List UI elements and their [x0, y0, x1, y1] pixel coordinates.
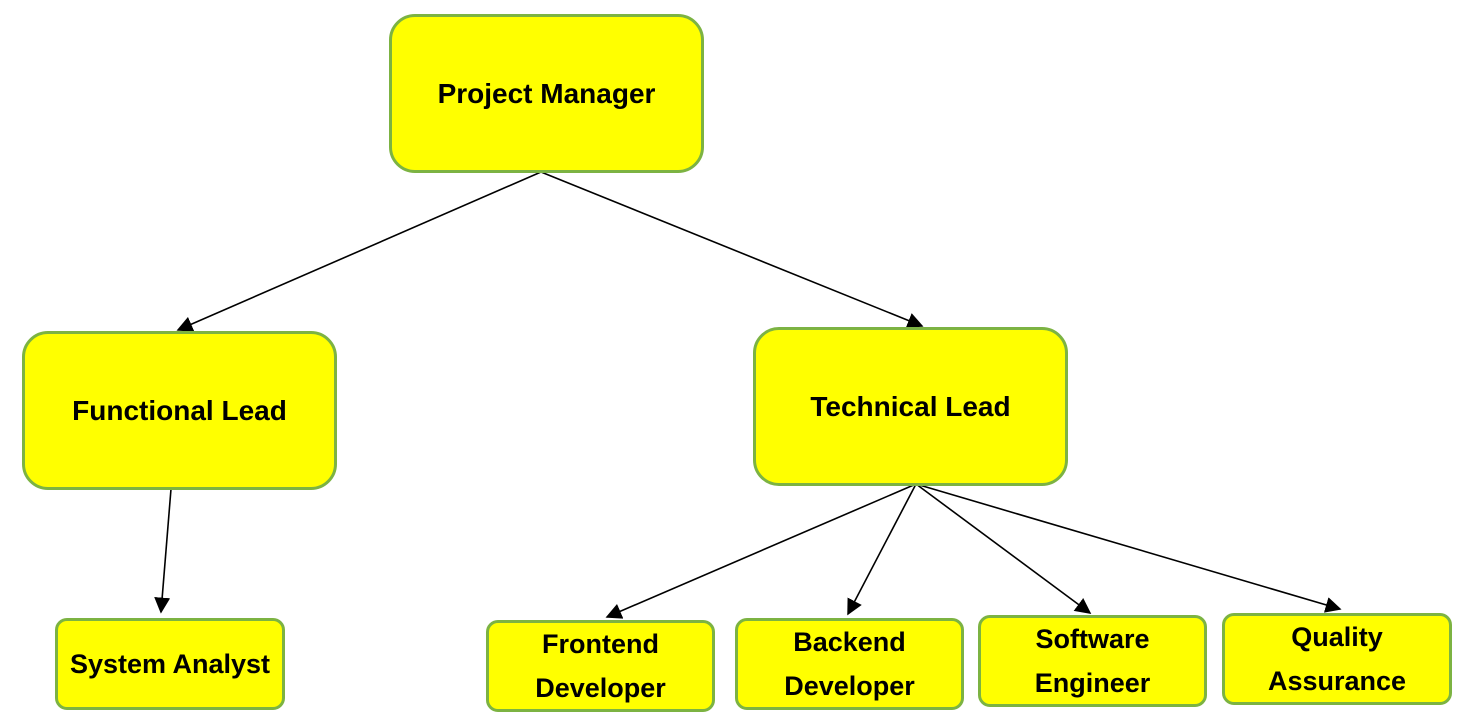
node-technical-lead: Technical Lead — [753, 327, 1068, 486]
node-label-line-2: Developer — [535, 673, 666, 703]
node-project-manager: Project Manager — [389, 14, 704, 173]
node-label: System Analyst — [69, 649, 271, 679]
edge-technical-lead-to-software-engineer — [915, 483, 1092, 614]
node-backend-developer: Backend Developer — [735, 618, 964, 710]
node-functional-lead: Functional Lead — [22, 331, 337, 490]
node-label-line-2: Developer — [784, 671, 915, 701]
node-label-line-2: Engineer — [1034, 668, 1151, 698]
edge-pm-to-technical-lead — [540, 171, 924, 329]
node-label-line-1: Frontend — [542, 629, 659, 659]
node-label: Project Manager — [437, 77, 656, 109]
node-software-engineer: Software Engineer — [978, 615, 1207, 707]
edge-technical-lead-to-backend-developer — [847, 483, 917, 616]
node-frontend-developer: Frontend Developer — [486, 620, 715, 712]
node-label-line-2: Assurance — [1267, 666, 1407, 696]
edge-functional-lead-to-system-analyst — [154, 488, 172, 614]
node-quality-assurance: Quality Assurance — [1222, 613, 1452, 705]
edge-technical-lead-to-frontend-developer — [605, 483, 917, 619]
node-system-analyst: System Analyst — [55, 618, 285, 710]
edge-pm-to-functional-lead — [176, 171, 542, 332]
node-label-line-1: Quality — [1291, 622, 1383, 652]
node-label-line-1: Software — [1035, 624, 1150, 654]
edge-technical-lead-to-quality-assurance — [915, 483, 1342, 613]
node-label: Functional Lead — [72, 394, 287, 426]
node-label: Technical Lead — [810, 390, 1011, 422]
node-label-line-1: Backend — [793, 627, 906, 657]
